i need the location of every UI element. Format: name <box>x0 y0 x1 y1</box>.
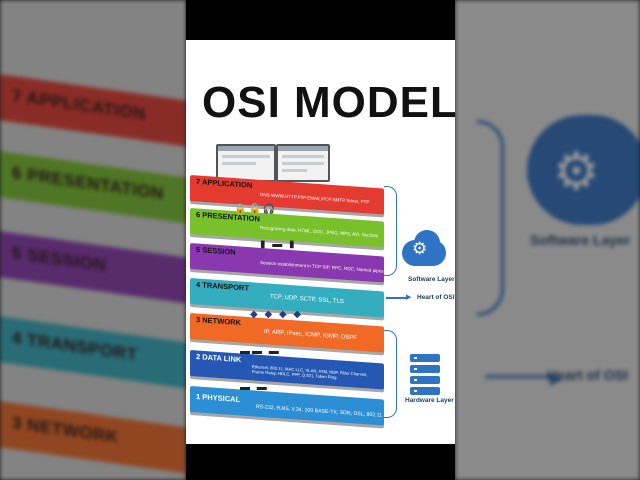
layer-presentation: 🔒🔓🎧 6 PRESENTATION Recognizing data, HTM… <box>190 204 390 248</box>
letterbox-top <box>186 0 455 40</box>
lock-icons: 🔒🔓🎧 <box>234 204 278 215</box>
bg-arrow-line <box>485 375 555 378</box>
bg-band-session: 5 SESSION <box>0 229 186 307</box>
layer-network: ◆ ◆ ◆ ◆ 3 NETWORK IP, ARP, IPsec, ICMP, … <box>190 309 390 353</box>
switch-icons: ▬▬ ▬ <box>240 346 281 357</box>
bg-band-label: 4 TRANSPORT <box>12 327 138 365</box>
software-bracket <box>384 186 397 276</box>
background-left: 7 APPLICATION 6 PRESENTATION 5 SESSION 4… <box>0 0 186 480</box>
hardware-layer-label: Hardware Layer <box>405 397 454 404</box>
heart-arrow-line <box>386 297 408 299</box>
bg-band-application: 7 APPLICATION <box>0 72 186 150</box>
bg-band-presentation: 6 PRESENTATION <box>0 149 186 227</box>
bg-band-label: 6 PRESENTATION <box>12 162 164 204</box>
server-icons: ▮ ▬ ▮ <box>260 239 297 250</box>
bg-bracket <box>477 120 504 316</box>
bg-band-network: 3 NETWORK <box>0 399 186 477</box>
server-rack-icon <box>410 354 440 362</box>
server-rack-icon <box>410 387 440 395</box>
background-right: ⚙ Software Layer ▶ Heart of OSI <box>455 0 640 480</box>
server-rack-icon <box>410 365 440 373</box>
layer-physical: ▬ ▬ 1 PHYSICAL RS-232, RJ45, V.34, 100 B… <box>190 382 390 426</box>
bg-band-label: 7 APPLICATION <box>12 85 147 124</box>
server-rack-icon <box>410 376 440 384</box>
arrow-right-icon: ▶ <box>406 294 412 301</box>
diagram-title: OSI MODEL <box>202 78 455 127</box>
software-layer-label: Software Layer <box>408 276 455 283</box>
bg-cloud-icon <box>527 115 640 225</box>
bg-gear-icon: ⚙ <box>553 143 600 201</box>
cable-icons: ▬ ▬ <box>240 382 269 393</box>
cloud-gears-icon: ⚙ <box>402 230 446 266</box>
bg-heart-label: Heart of OSI <box>547 367 628 383</box>
letterbox-bottom <box>186 444 455 480</box>
bg-band-label: 5 SESSION <box>12 242 107 276</box>
bg-band-label: 3 NETWORK <box>12 412 119 447</box>
hardware-bracket <box>384 330 397 418</box>
layer-session: ▮ ▬ ▮ 5 SESSION Session establishment in… <box>190 239 390 283</box>
layer-application: 7 APPLICATION DNS WWW.HTTP.P2P.EMAIL/POP… <box>190 175 390 215</box>
bg-arrow-icon: ▶ <box>550 371 563 388</box>
osi-diagram-panel: OSI MODEL 7 APPLICATION DNS WWW.HTTP.P2P… <box>186 40 455 444</box>
layer-transport: 4 TRANSPORT TCP, UDP, SCTP, SSL, TLS <box>190 278 390 318</box>
bg-band-transport: 4 TRANSPORT <box>0 314 186 392</box>
bg-software-label: Software Layer <box>530 232 631 248</box>
layer-data-link: ▬▬ ▬ 2 DATA LINK Ethernet, 802.11, MAC L… <box>190 346 390 390</box>
heart-of-osi-label: Heart of OSI <box>417 294 455 301</box>
file-browser-icon <box>276 144 330 182</box>
router-icons: ◆ ◆ ◆ ◆ <box>250 309 304 320</box>
